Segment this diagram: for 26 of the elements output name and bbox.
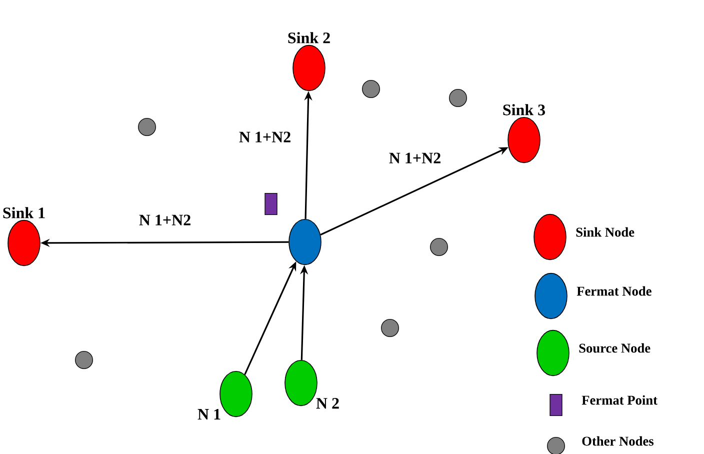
sink-node: Sink 2 bbox=[288, 32, 330, 92]
node-label: N 1 bbox=[198, 408, 220, 420]
legend-label: Fermat Node bbox=[576, 286, 652, 296]
other-node bbox=[362, 80, 380, 98]
other-node bbox=[430, 238, 448, 256]
legend-label: Source Node bbox=[579, 343, 650, 353]
edge-label: N 1+N2 bbox=[389, 152, 440, 164]
node-label: N 2 bbox=[316, 398, 339, 409]
source-node: N 2 bbox=[284, 360, 339, 409]
legend-label: Fermat Point bbox=[582, 395, 658, 405]
fermat-point bbox=[264, 193, 278, 215]
other-node bbox=[75, 351, 93, 369]
fermat-node bbox=[288, 218, 322, 266]
other-node bbox=[138, 118, 156, 136]
node-label: Sink 3 bbox=[503, 104, 546, 116]
sink-node: Sink 3 bbox=[503, 104, 546, 164]
edge-label: N 1+N2 bbox=[239, 132, 290, 142]
edge-label: N 1+N2 bbox=[139, 214, 190, 226]
source-node: N 1 bbox=[198, 370, 252, 420]
legend-label: Other Nodes bbox=[582, 436, 654, 446]
legend-label: Sink Node bbox=[576, 227, 634, 237]
node-label: Sink 1 bbox=[3, 207, 45, 218]
node-label: Sink 2 bbox=[288, 32, 330, 44]
sink-node: Sink 1 bbox=[3, 207, 45, 266]
other-node bbox=[449, 89, 467, 107]
other-node bbox=[381, 319, 399, 337]
